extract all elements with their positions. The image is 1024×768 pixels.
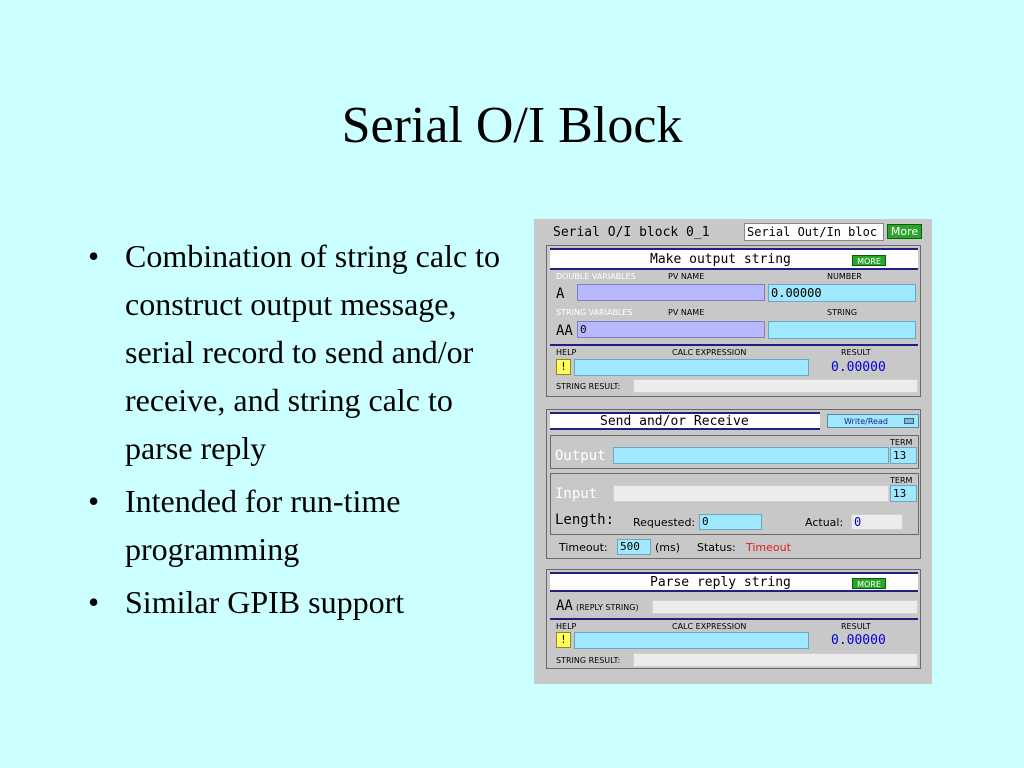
output-box: TERM Output 13 [550,435,919,469]
pv-a-field[interactable] [577,284,765,301]
string-result-field [633,653,918,667]
window-title: Serial O/I block 0_1 [553,225,710,240]
bullet-list: • Combination of string calc to construct… [88,232,508,631]
more-button[interactable]: More [887,224,922,239]
string-result-field [633,379,918,393]
calc-expression-label: CALC EXPRESSION [672,348,747,357]
status-label: Status: [697,541,736,554]
make-output-title: Make output string [650,252,791,267]
send-receive-header: Send and/or Receive [550,412,820,430]
parse-reply-title: Parse reply string [650,575,791,590]
mode-menu[interactable]: Write/Read [827,414,919,428]
parse-reply-section: Parse reply string MORE AA (REPLY STRING… [546,569,921,669]
string-result-label: STRING RESULT: [556,656,621,665]
length-label: Length: [555,512,615,528]
divider [550,618,918,620]
reply-string-label: (REPLY STRING) [576,603,639,612]
slide-title: Serial O/I Block [341,97,683,154]
help-button[interactable]: ! [556,632,571,648]
pv-name-label: PV NAME [668,272,705,281]
serial-oi-panel: Serial O/I block 0_1 Serial Out/In bloc … [534,219,932,684]
double-vars-label: DOUBLE VARIABLES [556,272,636,281]
calc-expression-label: CALC EXPRESSION [672,622,747,631]
bullet-dot-icon: • [88,238,100,274]
send-receive-section: Send and/or Receive Write/Read TERM Outp… [546,409,921,559]
bullet-item: • Combination of string calc to construct… [88,232,508,472]
string-field[interactable] [768,321,916,339]
bullet-item: • Similar GPIB support [88,578,508,626]
reply-string-field [652,600,918,614]
result-label: RESULT [841,622,871,631]
term-output-field[interactable]: 13 [890,447,917,464]
actual-value: 0 [851,514,903,530]
result-label: RESULT [841,348,871,357]
var-aa-label: AA [556,323,573,339]
requested-label: Requested: [633,516,696,529]
divider [550,344,918,346]
requested-field[interactable]: 0 [699,514,762,530]
bullet-text: Combination of string calc to construct … [125,238,501,466]
number-field[interactable]: 0.00000 [768,284,916,302]
bullet-text: Intended for run-time programming [125,483,401,567]
make-output-more-button[interactable]: MORE [852,255,886,266]
parse-reply-more-button[interactable]: MORE [852,578,886,589]
var-a-label: A [556,286,565,302]
input-box: TERM Input 13 Length: Requested: 0 Actua… [550,473,919,535]
timeout-unit: (ms) [655,541,681,554]
term-input-field[interactable]: 13 [890,485,917,502]
bullet-dot-icon: • [88,483,100,519]
calc-expression-field[interactable] [574,632,809,649]
actual-label: Actual: [805,516,844,529]
calc-expression-field[interactable] [574,359,809,376]
output-label: Output [555,448,606,464]
string-label: STRING [827,308,858,317]
help-button[interactable]: ! [556,359,571,375]
output-field[interactable] [613,447,889,464]
bullet-dot-icon: • [88,584,100,620]
pv-aa-field[interactable]: 0 [577,321,765,338]
string-vars-label: STRING VARIABLES [556,308,633,317]
input-field [613,485,889,502]
status-value: Timeout [746,541,791,554]
input-label: Input [555,486,598,502]
pv-name-label: PV NAME [668,308,705,317]
string-result-label: STRING RESULT: [556,382,621,391]
term-label: TERM [890,476,913,485]
result-value: 0.00000 [831,633,886,648]
timeout-label: Timeout: [559,541,608,554]
mode-value: Write/Read [844,417,888,426]
make-output-section: Make output string MORE DOUBLE VARIABLES… [546,245,921,397]
timeout-field[interactable]: 500 [617,539,651,555]
help-label: HELP [556,348,577,357]
send-receive-title: Send and/or Receive [600,414,749,429]
parse-reply-header: Parse reply string MORE [550,572,918,592]
make-output-header: Make output string MORE [550,248,918,270]
bullet-text: Similar GPIB support [125,584,405,620]
result-value: 0.00000 [831,360,886,375]
number-label: NUMBER [827,272,862,281]
help-label: HELP [556,622,577,631]
menu-arrow-icon [904,418,914,424]
var-aa-label: AA [556,598,573,614]
bullet-item: • Intended for run-time programming [88,477,508,573]
term-label: TERM [890,438,913,447]
description-field[interactable]: Serial Out/In bloc [744,223,884,241]
